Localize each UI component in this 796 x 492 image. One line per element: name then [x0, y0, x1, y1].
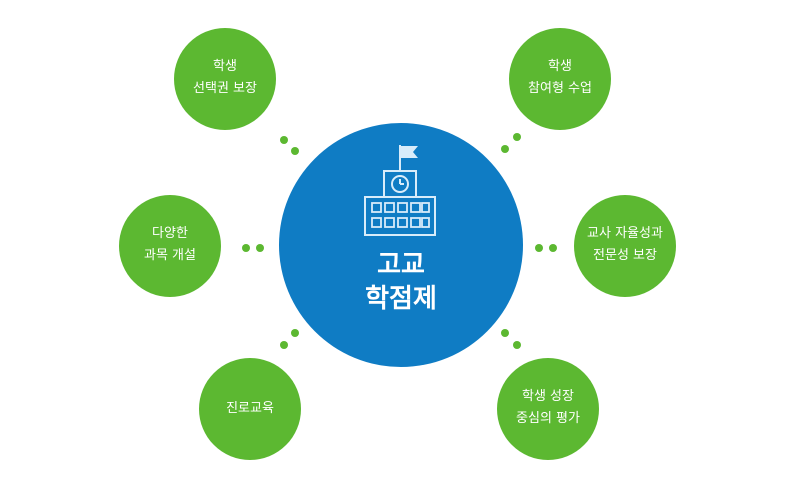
connector-dot	[535, 244, 543, 252]
connector-dot	[501, 329, 509, 337]
connector-dot	[256, 244, 264, 252]
node-teacher-autonomy: 교사 자율성과 전문성 보장	[574, 195, 676, 297]
node-label-line2: 과목 개설	[144, 248, 196, 263]
center-title-line1: 고교	[377, 250, 425, 280]
node-label-line1: 학생	[548, 59, 572, 74]
connector-dot	[280, 136, 288, 144]
node-label-line1: 학생 성장	[522, 389, 574, 404]
connector-dot	[549, 244, 557, 252]
connector-dot	[513, 133, 521, 141]
node-label-line1: 학생	[213, 59, 237, 74]
node-student-choice: 학생 선택권 보장	[174, 28, 276, 130]
node-growth-assessment: 학생 성장 중심의 평가	[497, 358, 599, 460]
node-label-line2: 선택권 보장	[193, 81, 257, 96]
node-label-line1: 교사 자율성과	[587, 226, 663, 241]
node-diverse-subjects: 다양한 과목 개설	[119, 195, 221, 297]
node-career-education: 진로교육	[199, 358, 301, 460]
school-building-icon	[364, 145, 436, 236]
center-concept-circle: 고교 학점제	[279, 123, 523, 367]
node-label-line2: 전문성 보장	[593, 248, 657, 263]
node-label-line1: 진로교육	[226, 401, 274, 416]
connector-dot	[291, 329, 299, 337]
connector-dot	[280, 341, 288, 349]
node-participatory-class: 학생 참여형 수업	[509, 28, 611, 130]
node-label-line2: 중심의 평가	[516, 411, 580, 426]
connector-dot	[513, 341, 521, 349]
connector-dot	[291, 147, 299, 155]
center-title-line2: 학점제	[365, 284, 437, 314]
node-label-line2: 참여형 수업	[528, 81, 592, 96]
connector-dot	[501, 145, 509, 153]
connector-dot	[242, 244, 250, 252]
node-label-line1: 다양한	[152, 226, 188, 241]
